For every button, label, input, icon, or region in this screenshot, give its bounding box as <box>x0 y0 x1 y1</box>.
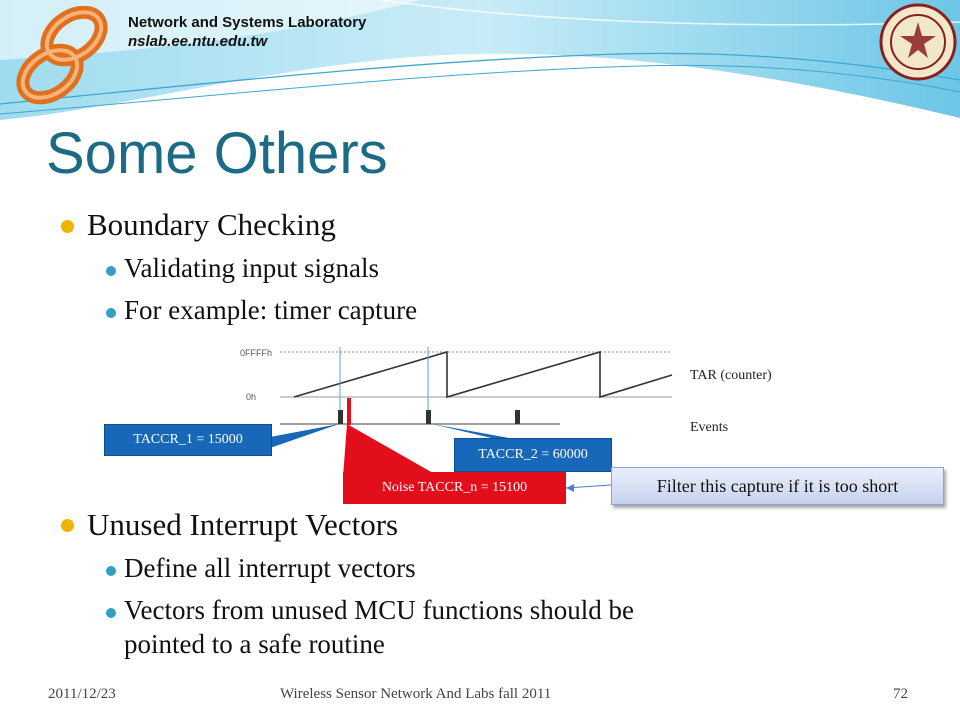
event-tick-3 <box>515 410 520 424</box>
bullet-timer-capture: For example: timer capture <box>124 295 418 325</box>
callout-2-pointer <box>432 424 520 440</box>
bullet-vectors-safe-routine-line2: pointed to a safe routine <box>124 629 385 659</box>
footer-course: Wireless Sensor Network And Labs fall 20… <box>280 686 552 702</box>
footer-page-number: 72 <box>893 686 908 702</box>
y-tick-top: 0FFFFh <box>240 348 272 358</box>
y-tick-bottom: 0h <box>246 392 256 402</box>
event-tick-2 <box>426 410 431 424</box>
event-tick-1 <box>338 410 343 424</box>
bullet-define-vectors: Define all interrupt vectors <box>124 553 416 583</box>
filter-note-box: Filter this capture if it is too short <box>611 467 944 505</box>
university-seal-icon <box>879 3 957 81</box>
bullet-vectors-safe-routine-line1: Vectors from unused MCU functions should… <box>124 595 634 625</box>
taccr2-callout: TACCR_2 = 60000 <box>454 438 612 472</box>
bullet-unused-interrupt: Unused Interrupt Vectors <box>87 507 399 542</box>
events-label: Events <box>690 420 729 435</box>
slide-title: Some Others <box>46 121 388 186</box>
filter-arrow-icon <box>566 484 574 492</box>
counter-label: TAR (counter) <box>690 368 772 383</box>
taccr1-callout: TACCR_1 = 15000 <box>104 424 272 456</box>
lab-url: nslab.ee.ntu.edu.tw <box>128 33 268 50</box>
header-wave-background <box>0 0 960 120</box>
noise-callout: Noise TACCR_n = 15100 <box>343 472 566 504</box>
bullet-boundary-checking: Boundary Checking <box>87 207 336 242</box>
bullet-dot <box>106 308 116 318</box>
bullet-dot <box>106 608 116 618</box>
bullet-dot <box>106 266 116 276</box>
nslab-logo-icon <box>16 6 108 105</box>
counter-sawtooth <box>293 350 673 399</box>
bullet-dot <box>106 566 116 576</box>
noise-callout-pointer <box>343 424 440 477</box>
bullet-validating-input: Validating input signals <box>124 253 379 283</box>
lab-name: Network and Systems Laboratory <box>128 14 367 31</box>
bullet-dot <box>61 519 74 532</box>
bullet-dot <box>61 220 74 233</box>
timer-capture-diagram: 0FFFFh 0h <box>240 347 673 492</box>
footer-date: 2011/12/23 <box>48 686 116 702</box>
callout-1-pointer <box>270 424 339 448</box>
noise-tick <box>347 398 351 425</box>
